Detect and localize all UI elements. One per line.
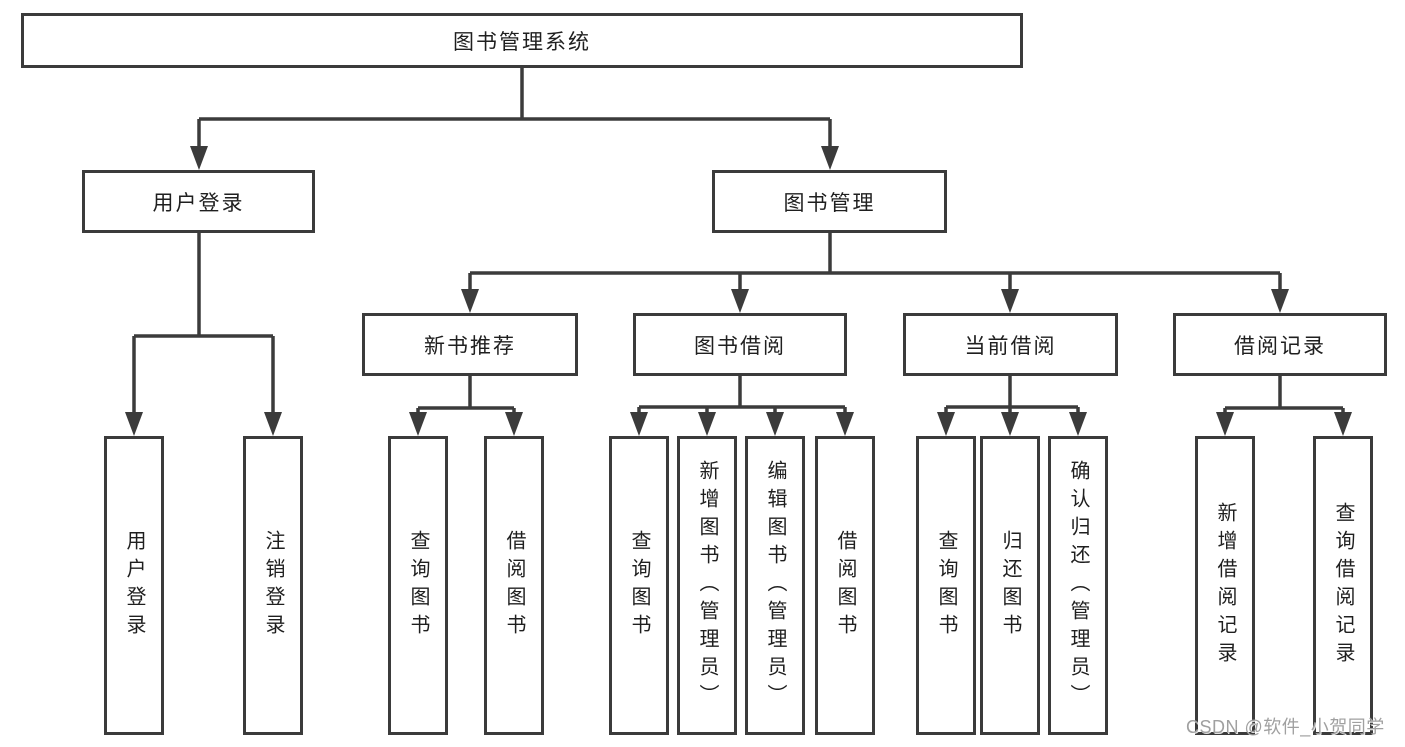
node-borrow-records: 借阅记录 (1173, 313, 1387, 376)
leaf-query-borrow-record-label: 查询借阅记录 (1332, 501, 1354, 670)
leaf-return-books: 归还图书 (980, 436, 1040, 735)
connector-borrow-to-leaves (637, 376, 847, 415)
leaf-borrow-books-recommend: 借阅图书 (484, 436, 544, 735)
connector-records-to-leaves (1223, 376, 1345, 415)
node-book-borrow: 图书借阅 (633, 313, 847, 376)
leaf-confirm-return-admin-label: 确认归还（管理员） (1067, 459, 1089, 712)
leaf-query-books-borrow: 查询图书 (609, 436, 669, 735)
node-current-borrow-label: 当前借阅 (964, 334, 1057, 358)
arrowheads-root-to-level2 (190, 146, 839, 170)
leaf-query-books-current: 查询图书 (916, 436, 976, 735)
node-new-book-recommend: 新书推荐 (362, 313, 578, 376)
leaf-return-books-label: 归还图书 (999, 529, 1021, 642)
leaf-add-books-admin-label: 新增图书（管理员） (696, 459, 718, 712)
node-root: 图书管理系统 (21, 13, 1023, 68)
leaf-query-books-recommend: 查询图书 (388, 436, 448, 735)
node-borrow-records-label: 借阅记录 (1234, 334, 1326, 358)
leaf-user-login-label: 用户登录 (123, 529, 145, 642)
connector-newbook-to-leaves (416, 376, 516, 415)
arrowheads-borrow-to-leaves (630, 412, 854, 436)
node-current-borrow: 当前借阅 (903, 313, 1118, 376)
leaf-edit-books-admin: 编辑图书（管理员） (745, 436, 805, 735)
leaf-query-books-current-label: 查询图书 (935, 529, 957, 642)
leaf-logout-label: 注销登录 (262, 529, 284, 642)
leaf-edit-books-admin-label: 编辑图书（管理员） (764, 459, 786, 712)
watermark: CSDN @软件_小贺同学 (1186, 717, 1385, 737)
leaf-borrow-books-recommend-label: 借阅图书 (503, 529, 525, 642)
arrowheads-records-to-leaves (1216, 412, 1352, 436)
leaf-add-books-admin: 新增图书（管理员） (677, 436, 737, 735)
connector-root-to-level2 (197, 68, 832, 148)
leaf-query-books-borrow-label: 查询图书 (628, 529, 650, 642)
connector-bookmgmt-to-level3 (468, 233, 1282, 291)
arrowheads-bookmgmt-to-level3 (461, 289, 1289, 313)
node-book-borrow-label: 图书借阅 (694, 334, 786, 358)
connector-userlogin-to-leaves (132, 233, 275, 415)
leaf-borrow-books: 借阅图书 (815, 436, 875, 735)
leaf-logout: 注销登录 (243, 436, 303, 735)
leaf-user-login: 用户登录 (104, 436, 164, 735)
node-root-label: 图书管理系统 (453, 30, 591, 54)
connector-current-to-leaves (944, 376, 1080, 415)
arrowheads-current-to-leaves (937, 412, 1087, 436)
arrowheads-newbook-to-leaves (409, 412, 523, 436)
leaf-query-borrow-record: 查询借阅记录 (1313, 436, 1373, 735)
leaf-confirm-return-admin: 确认归还（管理员） (1048, 436, 1108, 735)
leaf-query-books-recommend-label: 查询图书 (407, 529, 429, 642)
arrowheads-userlogin-to-leaves (125, 412, 282, 436)
node-new-book-recommend-label: 新书推荐 (424, 334, 516, 358)
leaf-add-borrow-record-label: 新增借阅记录 (1214, 501, 1236, 670)
node-book-management-label: 图书管理 (783, 191, 876, 215)
leaf-borrow-books-label: 借阅图书 (834, 529, 856, 642)
node-user-login-label: 用户登录 (152, 191, 245, 215)
node-book-management: 图书管理 (712, 170, 947, 233)
leaf-add-borrow-record: 新增借阅记录 (1195, 436, 1255, 735)
node-user-login: 用户登录 (82, 170, 315, 233)
